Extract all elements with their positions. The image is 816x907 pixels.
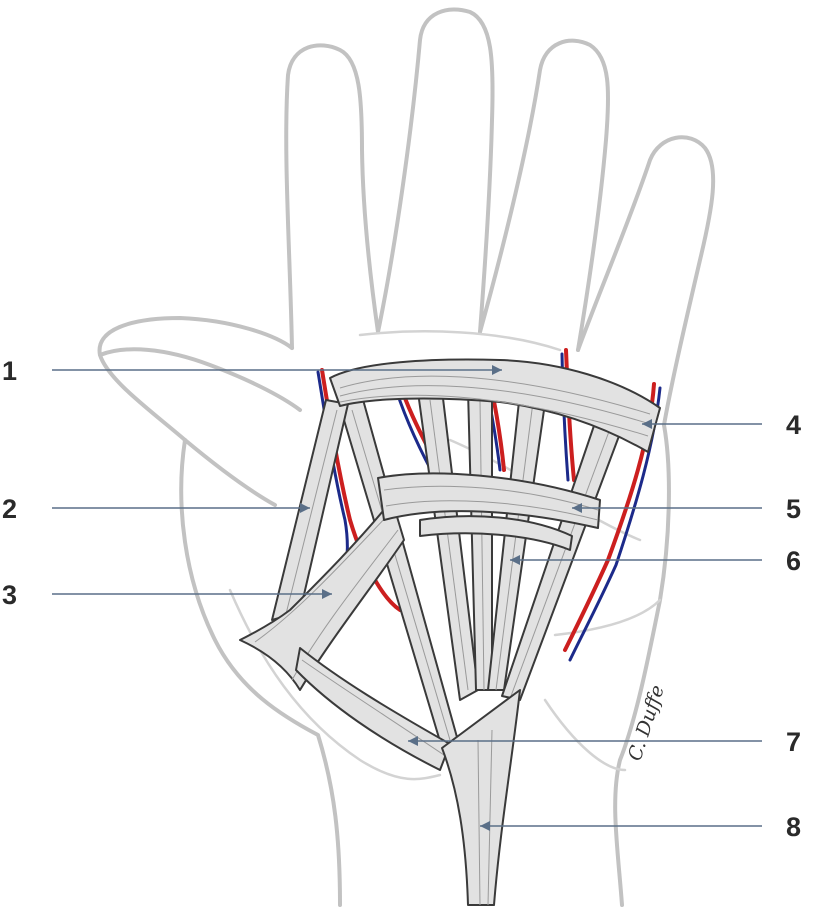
label-5: 5 xyxy=(786,494,801,524)
label-8: 8 xyxy=(786,812,801,842)
leader-arrow-6 xyxy=(510,555,520,565)
label-6: 6 xyxy=(786,546,801,576)
artery-4 xyxy=(564,348,576,482)
callout-labels: 1 2 3 4 5 6 7 8 xyxy=(2,356,801,842)
label-3: 3 xyxy=(2,580,17,610)
hand-outline xyxy=(97,7,716,907)
leader-arrow-3 xyxy=(322,589,332,599)
label-7: 7 xyxy=(786,727,801,757)
natatory-ligament xyxy=(329,358,661,453)
leader-arrow-1 xyxy=(492,365,502,375)
leader-arrow-5 xyxy=(572,503,582,513)
transverse-fibres xyxy=(377,472,601,551)
leader-arrow-7 xyxy=(408,736,418,746)
leader-lines xyxy=(52,365,762,831)
label-4: 4 xyxy=(786,410,801,440)
leader-arrow-8 xyxy=(480,821,490,831)
label-1: 1 xyxy=(2,356,17,386)
label-2: 2 xyxy=(2,494,17,524)
leader-arrow-2 xyxy=(300,503,310,513)
leader-arrow-4 xyxy=(642,419,652,429)
